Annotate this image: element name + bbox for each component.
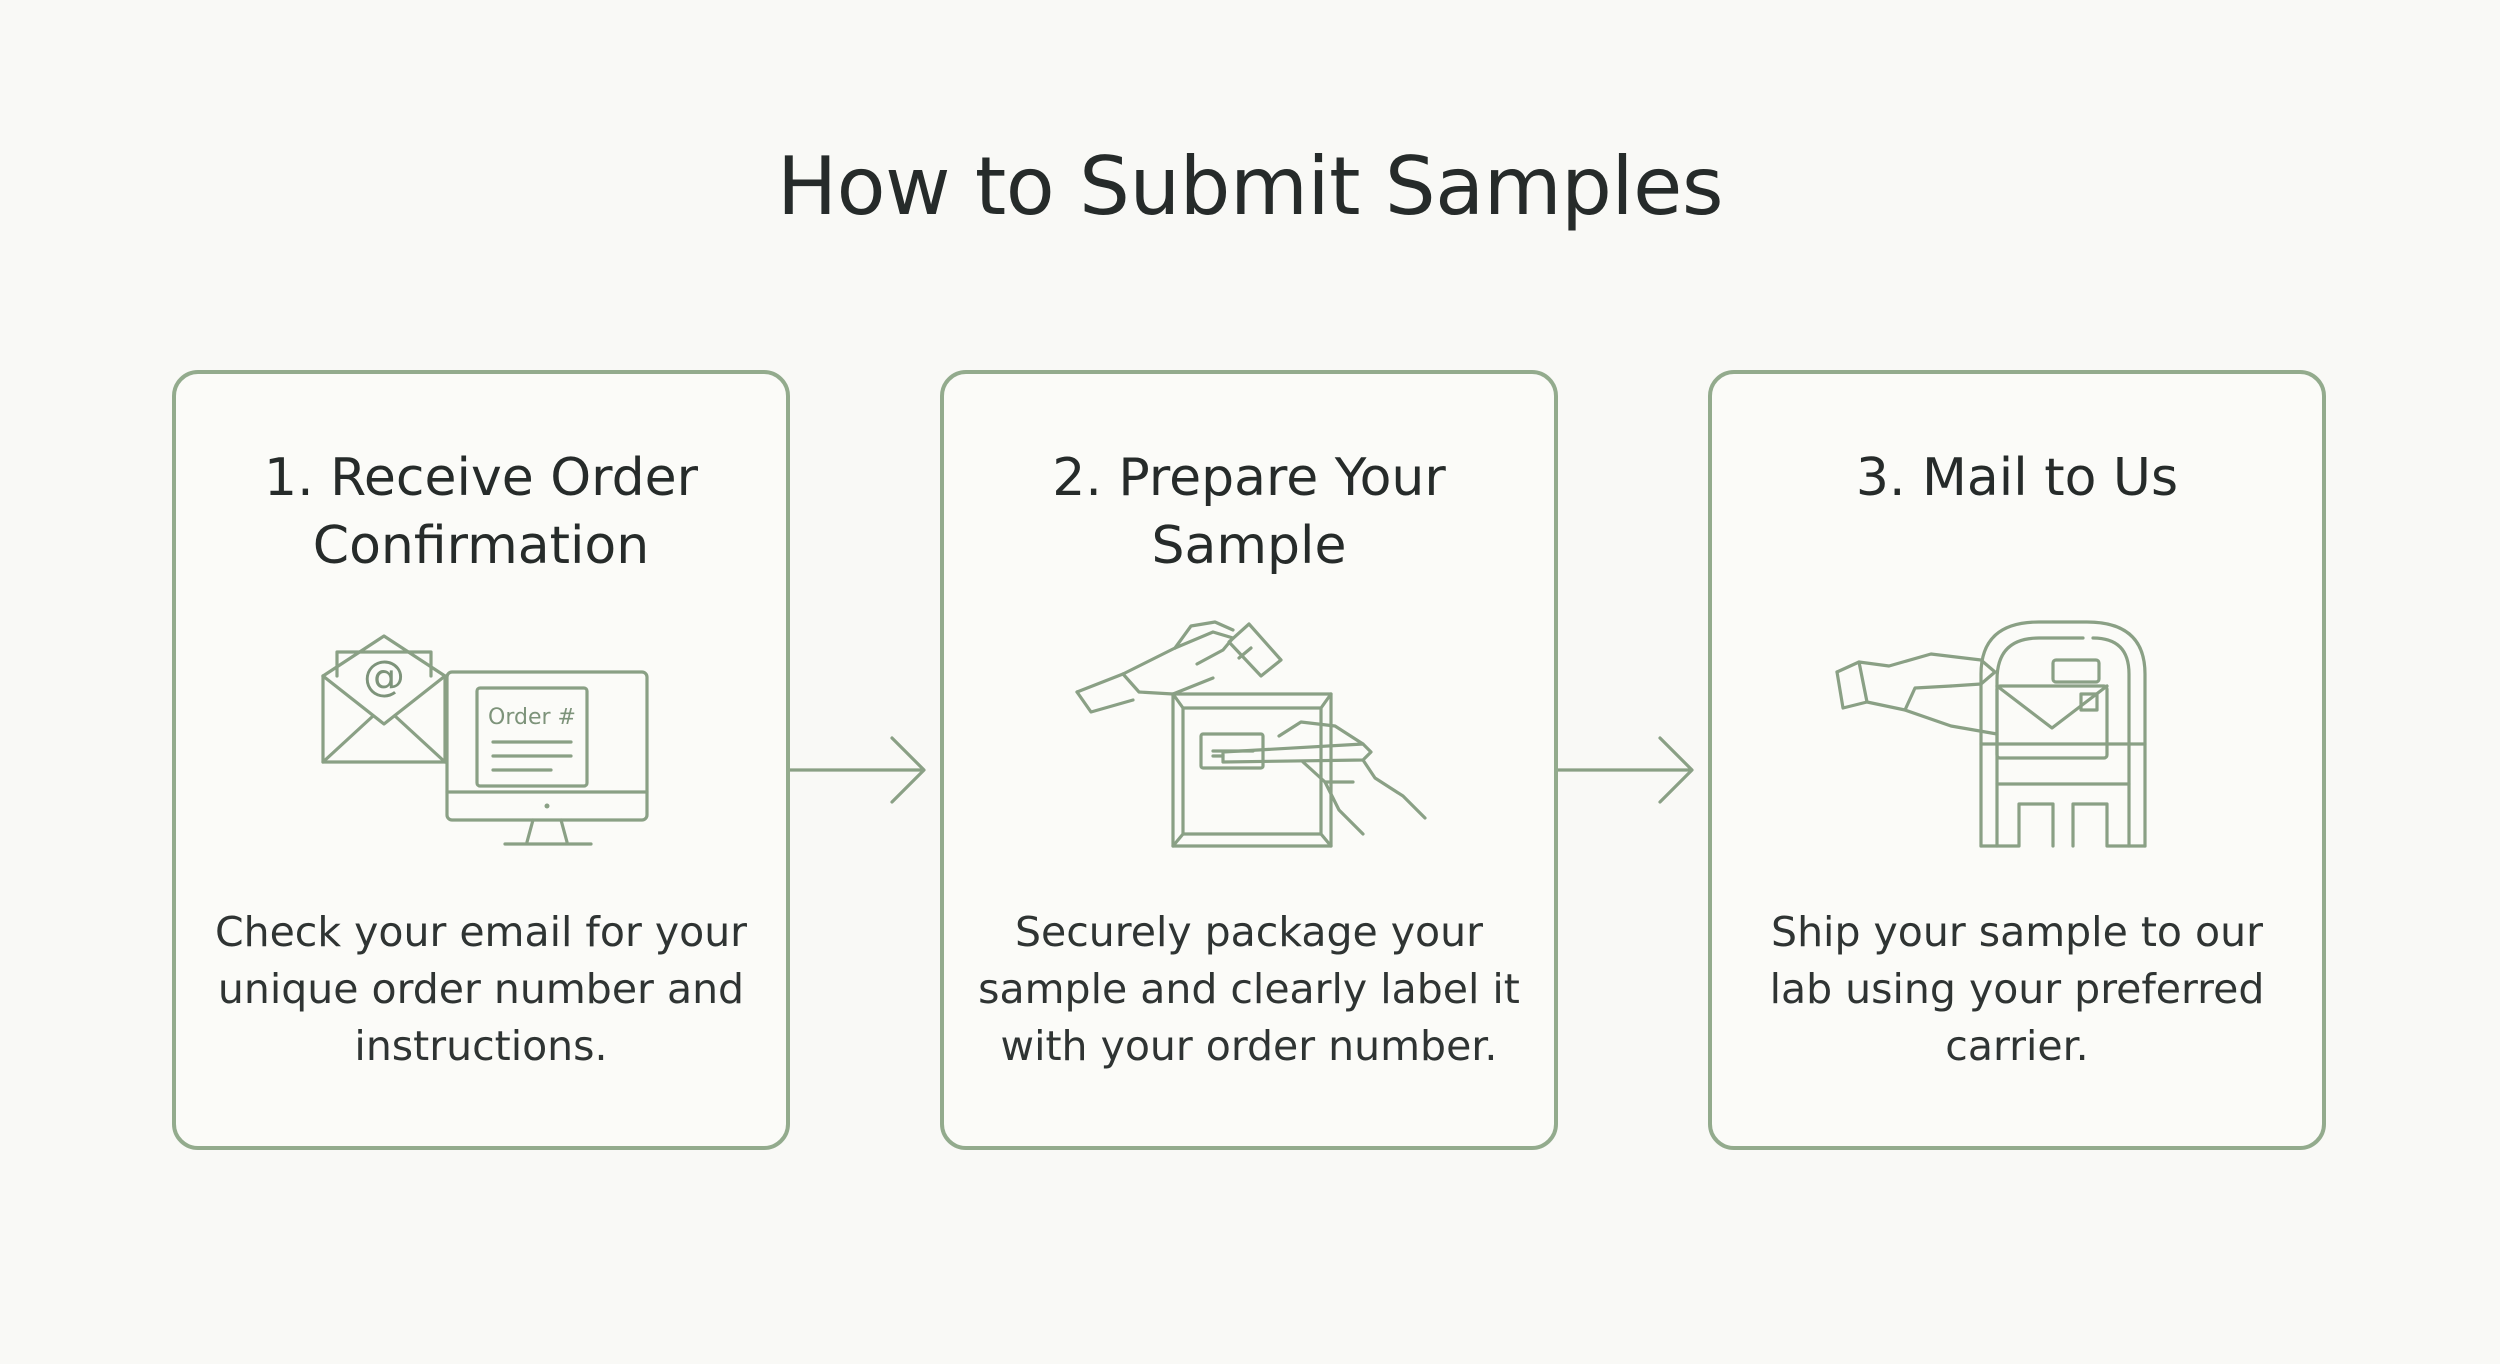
step-title: 3. Mail to Us	[1855, 448, 2179, 508]
step-description: Check your email for your unique order n…	[214, 908, 748, 1070]
arrow-right-icon	[790, 730, 930, 810]
arrow-right-icon	[1558, 730, 1698, 810]
email-and-monitor-icon: @ Order #	[295, 614, 675, 854]
step-description: Securely package your sample and clearly…	[978, 908, 1520, 1070]
step-card-receive-order: 1. Receive Order Confirmation @ Order # …	[172, 370, 790, 1150]
step-card-mail-to-us: 3. Mail to Us Ship your sample to our la…	[1708, 370, 2326, 1150]
step-title: 1. Receive Order Confirmation	[263, 448, 699, 576]
page-title: How to Submit Samples	[776, 140, 1724, 233]
step-card-prepare-sample: 2. Prepare Your Sample	[940, 370, 1558, 1150]
step-title: 2. Prepare Your Sample	[1052, 448, 1446, 576]
package-sample-icon	[1063, 614, 1443, 854]
svg-text:@: @	[363, 651, 405, 700]
step-description: Ship your sample to our lab using your p…	[1769, 908, 2265, 1070]
svg-text:Order #: Order #	[488, 705, 576, 730]
mailbox-icon	[1831, 614, 2211, 854]
